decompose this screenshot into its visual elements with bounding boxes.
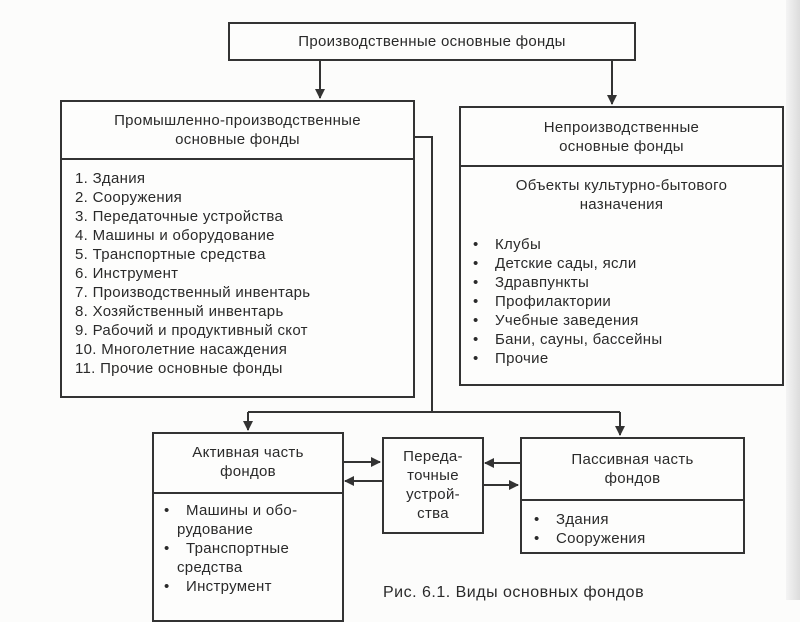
active-part-list: • Машины и обо-рудование • Транспортные сре… [154, 494, 342, 596]
list-item: 6. Инструмент [75, 265, 179, 282]
bullet-icon: • [164, 502, 170, 519]
transmission-devices-box: Переда- точные устрой- ства [382, 437, 484, 534]
subtitle-line1: Объекты культурно-бытового [515, 177, 728, 194]
list-item-label: Инструмент [186, 578, 272, 595]
bullet-icon: • [473, 312, 479, 329]
industrial-assets-list: 1. Здания 2. Сооружения 3. Передаточные … [62, 160, 413, 378]
active-title-line1: Активная часть [192, 444, 304, 461]
nonproduction-assets-header: Непроизводственные основные фонды [461, 108, 782, 167]
list-item-label: Здравпункты [495, 274, 590, 291]
subtitle-line2: назначения [579, 196, 664, 213]
list-item: 8. Хозяйственный инвентарь [75, 303, 284, 320]
active-part-box: Активная часть фондов • Машины и обо-рудо… [152, 432, 344, 622]
list-item-label: Клубы [495, 236, 542, 253]
bullet-icon: • [473, 274, 479, 291]
production-fixed-assets-box: Производственные основные фонды [228, 22, 636, 61]
list-item: 10. Многолетние насаждения [75, 341, 288, 358]
list-item: 3. Передаточные устройства [75, 208, 284, 225]
list-item-label: Профилактории [495, 293, 612, 310]
list-item: 2. Сооружения [75, 189, 183, 206]
page-edge [786, 0, 800, 600]
list-item-label: Детские сады, ясли [495, 255, 637, 272]
list-item: • Здравпункты [473, 273, 782, 292]
list-item-label: Здания [556, 511, 609, 528]
list-item: • Машины и обо-рудование [164, 501, 342, 539]
industrial-assets-header: Промышленно-производственные основные фо… [62, 102, 413, 160]
connector-industrial-split [248, 136, 433, 413]
list-item: 7. Производственный инвентарь [75, 284, 311, 301]
transmission-line: Переда- [403, 448, 463, 465]
nonproduction-title-line1: Непроизводственные [543, 119, 700, 136]
connectors [243, 60, 625, 490]
passive-part-header: Пассивная часть фондов [522, 439, 743, 501]
list-item: • Клубы [473, 235, 782, 254]
list-item: • Прочие [473, 349, 782, 368]
passive-part-list: • Здания • Сооружения [522, 501, 743, 548]
bullet-icon: • [473, 255, 479, 272]
transmission-devices-label: Переда- точные устрой- ства [384, 439, 482, 523]
industrial-title-line2: основные фонды [175, 131, 300, 148]
list-item: • Учебные заведения [473, 311, 782, 330]
list-item: 4. Машины и оборудование [75, 227, 275, 244]
transmission-line: ства [417, 505, 449, 522]
passive-part-box: Пассивная часть фондов • Здания • Сооружен… [520, 437, 745, 554]
list-item-label: Учебные заведения [495, 312, 639, 329]
list-item: • Профилактории [473, 292, 782, 311]
bullet-icon: • [164, 540, 170, 557]
list-item-label: Машины и обо- [186, 502, 298, 519]
list-item: • Транспортные средства [164, 539, 342, 577]
list-item-label: средства [177, 559, 243, 576]
transmission-line: точные [407, 467, 459, 484]
passive-title-line2: фондов [604, 470, 661, 487]
figure-caption: Рис. 6.1. Виды основных фондов [383, 584, 645, 601]
list-item-label: Сооружения [556, 530, 646, 547]
active-title-line2: фондов [220, 463, 276, 480]
bullet-icon: • [534, 530, 540, 547]
list-item: 11. Прочие основные фонды [75, 360, 283, 377]
list-item-label: Транспортные [186, 540, 290, 557]
nonproduction-list: •Клубы •Детские сады, ясли •Здравпункты … [461, 214, 782, 368]
bullet-icon: • [164, 578, 170, 595]
list-item: • Детские сады, ясли [473, 254, 782, 273]
active-part-header: Активная часть фондов [154, 434, 342, 494]
nonproduction-title-line2: основные фонды [559, 138, 684, 155]
list-item: • Сооружения [534, 529, 743, 548]
nonproduction-assets-box: Непроизводственные основные фонды Объект… [459, 106, 784, 386]
list-item: 1. Здания [75, 170, 146, 187]
industrial-assets-box: Промышленно-производственные основные фо… [60, 100, 415, 398]
list-item-label: Бани, сауны, бассейны [495, 331, 663, 348]
bullet-icon: • [473, 331, 479, 348]
list-item: • Бани, сауны, бассейны [473, 330, 782, 349]
bullet-icon: • [473, 293, 479, 310]
list-item: • Инструмент [164, 577, 342, 596]
bullet-icon: • [534, 511, 540, 528]
list-item: • Здания [534, 510, 743, 529]
list-item-label: Прочие [495, 350, 549, 367]
bullet-icon: • [473, 236, 479, 253]
nonproduction-subtitle: Объекты культурно-бытового назначения [461, 167, 782, 214]
production-fixed-assets-title: Производственные основные фонды [298, 33, 566, 50]
bullet-icon: • [473, 350, 479, 367]
list-item-label: рудование [177, 521, 254, 538]
transmission-line: устрой- [406, 486, 460, 503]
passive-title-line1: Пассивная часть [571, 451, 694, 468]
list-item: 9. Рабочий и продуктивный скот [75, 322, 308, 339]
industrial-title-line1: Промышленно-производственные [114, 112, 361, 129]
list-item: 5. Транспортные средства [75, 246, 266, 263]
